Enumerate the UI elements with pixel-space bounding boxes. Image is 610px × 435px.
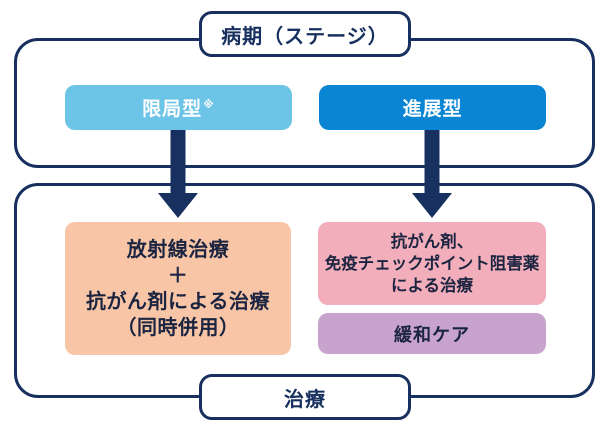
stage-extensive-box: 進展型 xyxy=(319,85,546,130)
treatment-extensive-line: 免疫チェックポイント阻害薬 xyxy=(324,254,540,273)
treatment-extensive-line: 抗がん剤、 xyxy=(390,232,474,251)
treatment-extensive-line: による治療 xyxy=(390,276,473,295)
treatment-limited-box: 放射線治療 ＋ 抗がん剤による治療 （同時併用） xyxy=(65,222,291,355)
limited-note-mark: ※ xyxy=(203,98,215,111)
palliative-care-box: 緩和ケア xyxy=(318,313,546,354)
stage-limited-box: 限局型※ xyxy=(65,85,292,130)
stage-section-title: 病期（ステージ） xyxy=(221,25,389,48)
treatment-section-title: 治療 xyxy=(284,388,326,411)
plus-sign: ＋ xyxy=(167,264,189,287)
treatment-section-label: 治療 xyxy=(199,374,411,420)
treatment-limited-line: 抗がん剤による治療 xyxy=(86,290,270,313)
palliative-care-label: 緩和ケア xyxy=(394,324,470,345)
stage-section-label: 病期（ステージ） xyxy=(199,11,411,57)
stage-extensive-label: 進展型 xyxy=(402,99,463,120)
treatment-limited-line: 放射線治療 xyxy=(126,238,230,261)
down-arrow-icon-limited xyxy=(158,130,198,218)
treatment-extensive-box: 抗がん剤、 免疫チェックポイント阻害薬 による治療 xyxy=(318,222,546,305)
down-arrow-icon-extensive xyxy=(412,130,452,218)
treatment-limited-line: （同時併用） xyxy=(116,316,240,339)
stage-limited-label: 限局型※ xyxy=(142,98,215,120)
